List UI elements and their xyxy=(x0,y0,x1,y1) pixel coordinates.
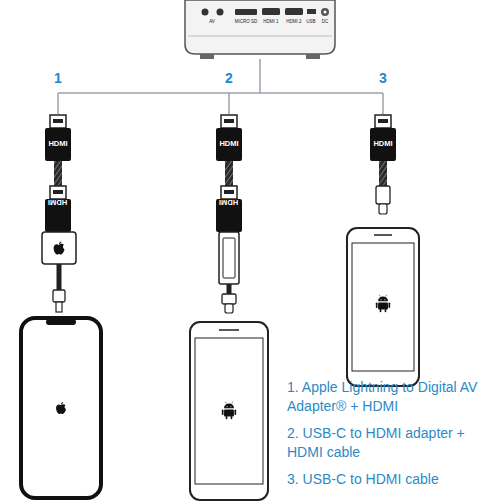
connector-label: HDMI xyxy=(219,198,238,206)
port-label: AV xyxy=(209,20,215,25)
note-text: 3. USB-C to HDMI cable xyxy=(287,470,492,489)
connector-label: HDMI xyxy=(373,140,392,148)
projector xyxy=(185,0,335,59)
note-text: 1. Apple Lightning to Digital AV Adapter… xyxy=(287,378,492,416)
callout-number: 2 xyxy=(225,71,233,85)
note-text: 2. USB-C to HDMI adapter + HDMI cable xyxy=(287,424,492,462)
connection-bracket xyxy=(58,59,383,114)
callout-number: 1 xyxy=(54,71,62,85)
lightning-chain xyxy=(21,115,101,498)
connector-label: HDMI xyxy=(48,198,67,206)
port-label: HDMI 2 xyxy=(286,20,301,25)
usbc-adapter-chain xyxy=(190,115,268,500)
port-label: MICRO SD xyxy=(235,20,258,25)
port-label: USB xyxy=(306,20,315,25)
connector-label: HDMI xyxy=(48,140,67,148)
usbc-cable-chain xyxy=(347,115,419,386)
port-label: DC xyxy=(322,20,329,25)
port-label: HDMI 1 xyxy=(263,20,278,25)
connector-label: HDMI xyxy=(219,140,238,148)
callout-number: 3 xyxy=(379,71,387,85)
